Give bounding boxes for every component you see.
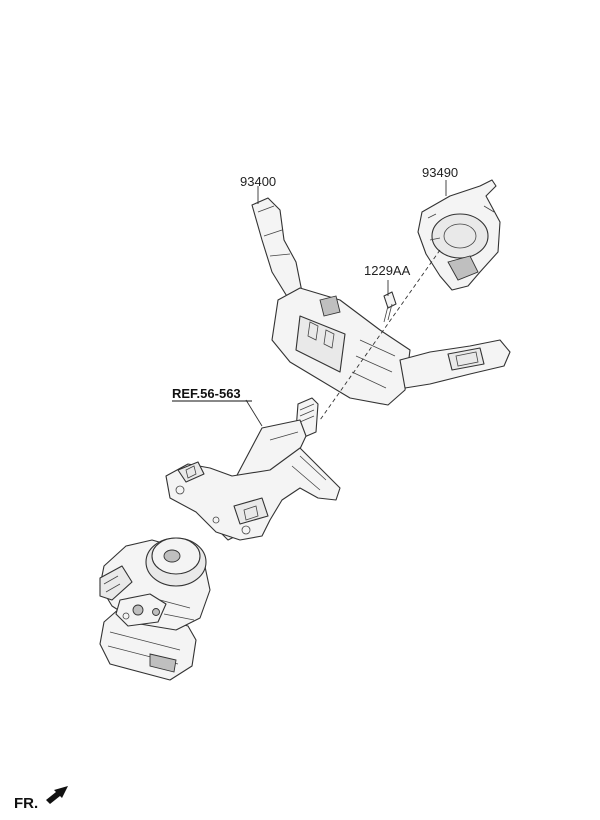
label-reference: REF.56-563 — [172, 386, 241, 401]
combination-switch-assembly — [251, 197, 511, 406]
label-clock-spring: 93490 — [422, 165, 458, 180]
screw-part — [383, 291, 397, 323]
label-front-indicator: FR. — [14, 795, 38, 812]
front-arrow-icon — [46, 786, 68, 804]
label-screw: 1229AA — [364, 263, 411, 278]
steering-column-shaft — [165, 397, 341, 541]
label-combination-switch: 93400 — [240, 174, 276, 189]
electric-power-steering-motor — [99, 537, 211, 681]
clock-spring-assembly — [417, 179, 501, 291]
leader-lines — [245, 180, 447, 427]
